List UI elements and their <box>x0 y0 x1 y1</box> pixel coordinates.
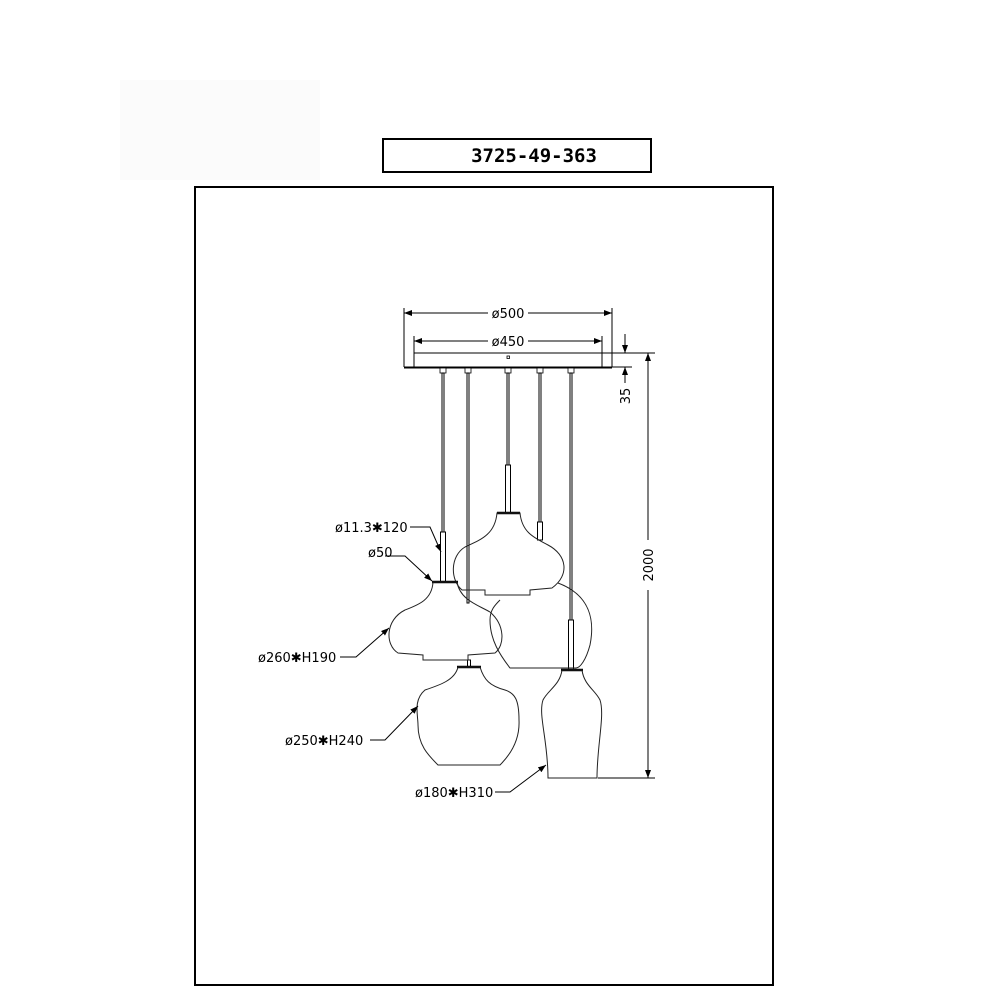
canopy-height-dimension: 35 <box>602 334 655 404</box>
rod-label: ø11.3✱120 <box>335 521 408 536</box>
canopy-inner-dimension: ø450 <box>413 335 603 353</box>
faint-background-patch <box>120 80 320 180</box>
canopy-height-label: 35 <box>619 388 634 405</box>
shade-3-label: ø180✱H310 <box>415 786 493 801</box>
shade-top-center <box>452 511 565 596</box>
shade-3-annotation: ø180✱H310 <box>415 764 547 801</box>
canopy-outer-diameter-label: ø500 <box>492 307 525 322</box>
cap-label: ø50 <box>368 546 393 561</box>
shade-1-label: ø260✱H190 <box>258 651 336 666</box>
shade-2-annotation: ø250✱H240 <box>285 705 419 749</box>
shade-2-label: ø250✱H240 <box>285 734 363 749</box>
model-number: 3725-49-363 <box>471 145 597 167</box>
shade-lower-left <box>416 665 520 766</box>
rod-annotation: ø11.3✱120 <box>335 521 442 553</box>
canopy <box>404 352 612 369</box>
shade-right-tall <box>541 668 603 779</box>
canopy-outer-dimension: ø500 <box>403 307 613 367</box>
shade-left <box>388 580 503 661</box>
title-box: 3725-49-363 <box>382 138 652 173</box>
overall-height-label: 2000 <box>642 548 657 581</box>
shade-back-right <box>489 582 593 669</box>
shade-1-annotation: ø260✱H190 <box>258 627 390 666</box>
drawing-frame <box>194 186 774 986</box>
suspension-rods <box>439 367 575 671</box>
cap-annotation: ø50 <box>368 546 433 582</box>
overall-height-dimension: 2000 <box>598 353 657 779</box>
canopy-inner-diameter-label: ø450 <box>492 335 525 350</box>
